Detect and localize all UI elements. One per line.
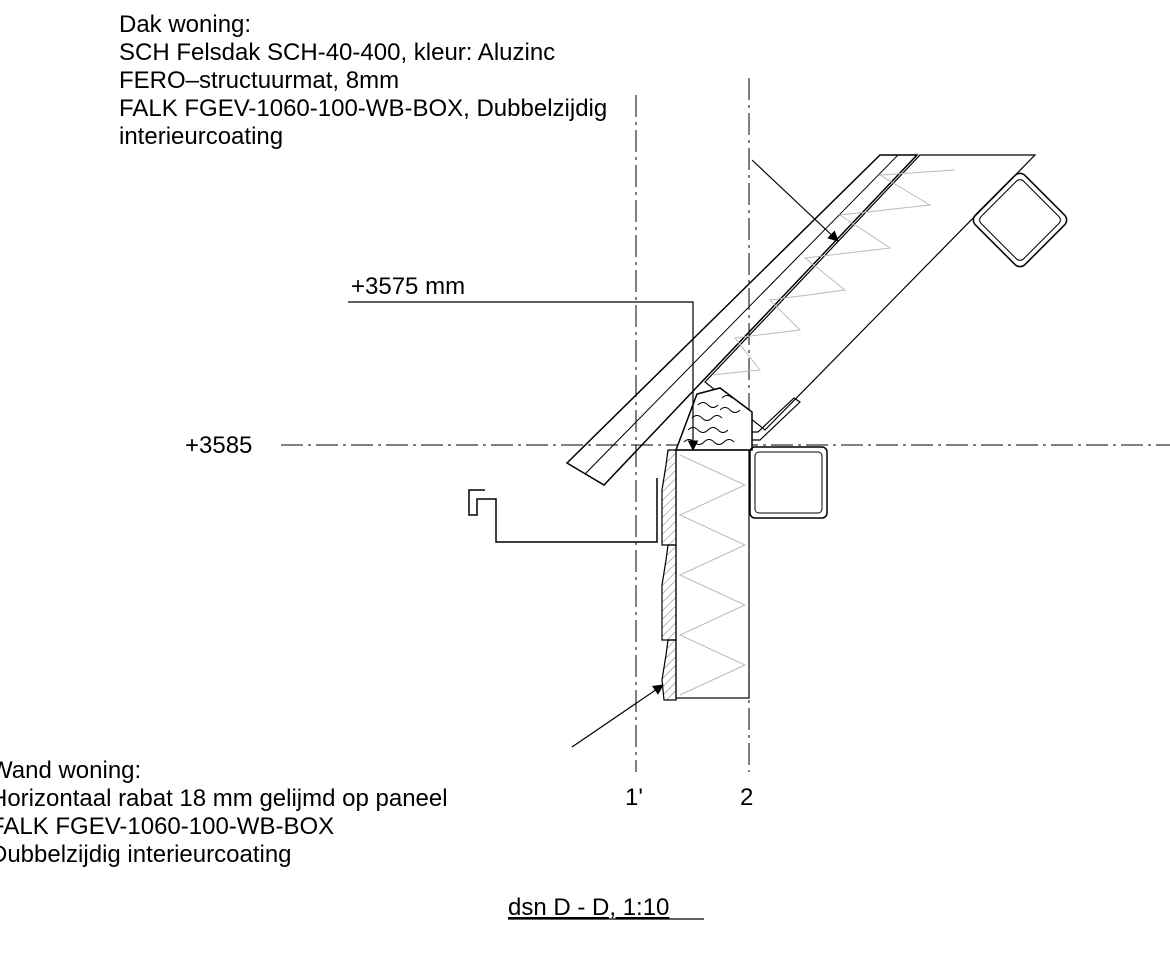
wall-note-line-2: Horizontaal rabat 18 mm gelijmd op panee… xyxy=(0,785,448,812)
roof-note-line-2: SCH Felsdak SCH-40-400, kleur: Aluzinc xyxy=(119,39,555,66)
roof-buildup xyxy=(565,154,1068,486)
roof-note-line-1: Dak woning: xyxy=(119,11,251,38)
top-edge-level-label: +3575 mm xyxy=(351,273,465,300)
wall-note-line-1: Wand woning: xyxy=(0,757,141,784)
roof-note-line-4: FALK FGEV-1060-100-WB-BOX, Dubbelzijdig xyxy=(119,95,607,122)
roof-sheet xyxy=(565,154,919,486)
wall-insulation-zigzag xyxy=(678,454,747,696)
wall-note-line-4: Dubbelzijdig interieurcoating xyxy=(0,841,292,868)
steel-beam xyxy=(749,446,828,519)
wall-cladding-board-2 xyxy=(661,544,677,641)
roof-insulation-panel xyxy=(704,154,1037,431)
wall-cladding-board-1 xyxy=(661,449,677,546)
roof-note-line-3: FERO–structuurmat, 8mm xyxy=(119,67,399,94)
section-caption: dsn D - D, 1:10 xyxy=(508,894,669,921)
eave-flashing xyxy=(735,397,801,441)
level-leader-arrow xyxy=(505,301,699,452)
roof-sheet-inner-line xyxy=(584,154,899,475)
roof-note-line-5: interieurcoating xyxy=(119,123,283,150)
wall-leader-arrow xyxy=(571,684,664,748)
leaders xyxy=(348,159,839,748)
gutter-profile xyxy=(468,478,658,543)
wall-buildup xyxy=(468,446,828,701)
wall-cladding-board-3 xyxy=(661,639,677,701)
roof-leader-arrow xyxy=(751,159,839,242)
roof-insulation-zigzag xyxy=(711,169,956,376)
roof-purlin-inner xyxy=(979,179,1061,261)
wall-note-line-3: FALK FGEV-1060-100-WB-BOX xyxy=(0,813,334,840)
grid-label-2: 2 xyxy=(740,784,753,811)
steel-beam-inner xyxy=(754,451,823,514)
roof-purlin xyxy=(972,172,1068,268)
wall-panel xyxy=(675,449,750,699)
grid-label-1-prime: 1' xyxy=(625,784,643,811)
eave-level-label: +3585 xyxy=(185,432,252,459)
